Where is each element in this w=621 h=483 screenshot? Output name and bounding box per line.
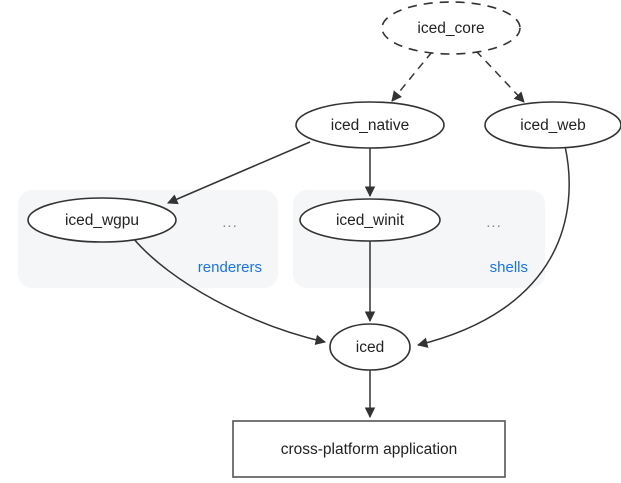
group-renderers-label: renderers — [198, 259, 262, 276]
node-iced-winit-label: iced_winit — [336, 212, 405, 229]
group-shells-label: shells — [490, 259, 528, 276]
node-iced-core-label: iced_core — [417, 20, 484, 37]
node-iced-web-shape[interactable] — [484, 101, 621, 149]
node-iced-wgpu-label: iced_wgpu — [65, 212, 139, 229]
node-iced-wgpu[interactable]: iced_wgpu — [27, 197, 177, 243]
node-cross-platform-application[interactable]: cross-platform application — [232, 420, 506, 478]
node-iced-shape[interactable] — [329, 323, 411, 371]
edge-iced-core-to-iced-web — [475, 50, 525, 103]
node-cross-platform-application-label: cross-platform application — [281, 441, 458, 458]
edge-iced-core-to-iced-native — [391, 51, 433, 102]
node-iced-web-label: iced_web — [520, 117, 586, 134]
edge-iced-wgpu-to-iced — [132, 237, 327, 346]
node-iced-native[interactable]: iced_native — [295, 101, 445, 149]
node-iced-web[interactable]: iced_web — [484, 101, 621, 149]
node-iced-core[interactable]: iced_core — [381, 1, 521, 55]
edge-iced-native-to-iced-wgpu — [167, 141, 311, 205]
node-iced[interactable]: iced — [329, 323, 411, 371]
node-iced-wgpu-shape[interactable] — [27, 197, 177, 243]
group-shells-ellipsis: ... — [486, 214, 502, 231]
group-renderers-ellipsis: ... — [222, 214, 238, 231]
edge-iced-web-to-iced — [416, 145, 570, 348]
node-iced-winit-shape[interactable] — [299, 198, 441, 242]
node-iced-native-shape[interactable] — [295, 101, 445, 149]
node-iced-native-label: iced_native — [331, 117, 409, 134]
node-iced-label: iced — [356, 339, 384, 356]
node-cross-platform-application-shape[interactable] — [232, 420, 506, 478]
node-iced-winit[interactable]: iced_winit — [299, 198, 441, 242]
node-iced-core-shape[interactable] — [381, 1, 521, 55]
